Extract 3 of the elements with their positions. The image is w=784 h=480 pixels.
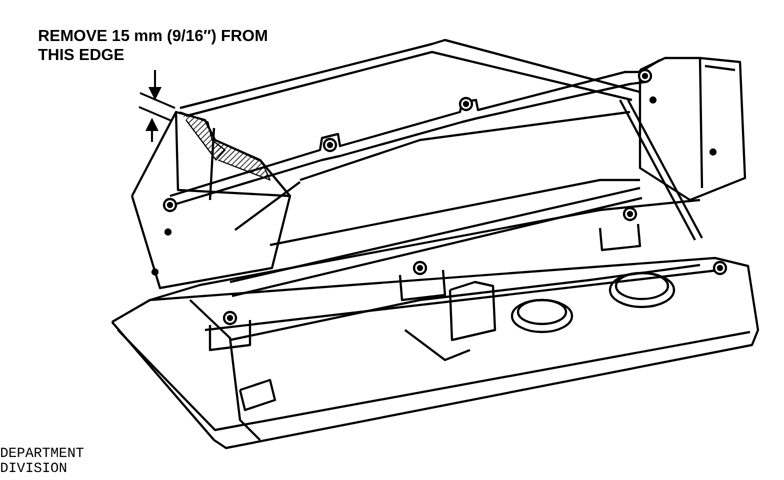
instruction-note: REMOVE 15 mm (9/16″) FROM THIS EDGE xyxy=(38,27,269,65)
footer-text: DIVISION xyxy=(0,462,68,477)
footer-text: DEPARTMENT xyxy=(0,447,84,462)
